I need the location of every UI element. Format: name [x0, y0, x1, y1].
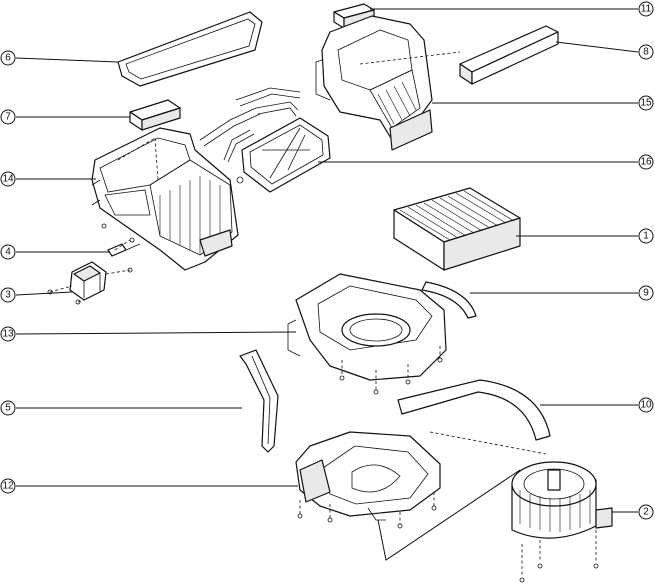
callout-5: 5 [0, 400, 16, 416]
callout-3: 3 [0, 287, 16, 303]
part-air-filter [393, 187, 521, 271]
callout-label-2: 2 [643, 507, 649, 518]
callout-label-12: 12 [2, 481, 14, 492]
part-pipes [199, 87, 301, 163]
callout-label-1: 1 [643, 231, 649, 242]
part-seal-strip [239, 349, 279, 453]
callout-label-15: 15 [640, 98, 652, 109]
callout-11: 11 [638, 1, 654, 17]
callout-label-6: 6 [5, 53, 11, 64]
callout-13: 13 [0, 326, 16, 342]
callout-9: 9 [638, 285, 654, 301]
part-blower-upper-case [287, 273, 447, 395]
callout-16: 16 [638, 154, 654, 170]
callout-label-14: 14 [2, 174, 14, 185]
part-seal-ring [117, 11, 263, 87]
callout-14: 14 [0, 171, 16, 187]
connector-lines [377, 469, 521, 561]
part-small-block [129, 99, 181, 131]
callout-6: 6 [0, 50, 16, 66]
callout-12: 12 [0, 478, 16, 494]
callout-label-8: 8 [643, 47, 649, 58]
part-evaporator-housing [91, 127, 239, 271]
callout-label-10: 10 [640, 400, 652, 411]
callout-1: 1 [638, 228, 654, 244]
callout-label-7: 7 [5, 112, 11, 123]
callout-15: 15 [638, 95, 654, 111]
callout-7: 7 [0, 109, 16, 125]
callout-label-9: 9 [643, 288, 649, 299]
part-blower-motor [429, 431, 613, 583]
callout-10: 10 [638, 397, 654, 413]
part-upper-case [315, 15, 461, 151]
callout-label-3: 3 [5, 290, 11, 301]
part-curved-strip [421, 281, 477, 319]
part-long-bar [459, 25, 559, 85]
callout-label-16: 16 [640, 157, 652, 168]
leader-lines [15, 8, 639, 513]
callout-label-4: 4 [5, 247, 11, 258]
callout-4: 4 [0, 244, 16, 260]
part-actuator [47, 239, 133, 305]
callout-label-5: 5 [5, 403, 11, 414]
callout-8: 8 [638, 44, 654, 60]
part-long-curved-strip [397, 379, 551, 441]
part-blower-lower-case [295, 431, 441, 529]
part-evaporator-frame [236, 117, 331, 193]
callout-label-11: 11 [641, 4, 652, 15]
part-pin [101, 223, 141, 257]
callout-label-13: 13 [2, 329, 14, 340]
callout-2: 2 [638, 504, 654, 520]
